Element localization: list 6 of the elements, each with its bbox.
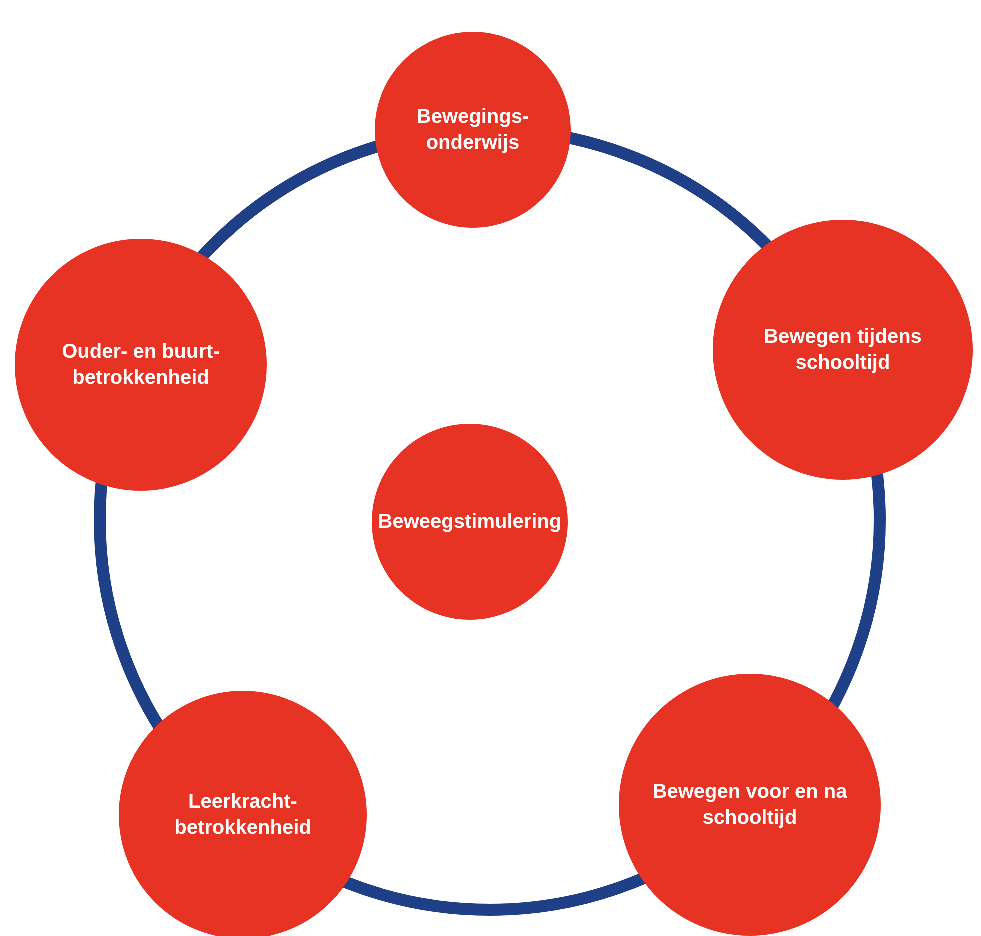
node-label: Bewegen tijdens schooltijd [763, 325, 923, 376]
node-label: Ouder- en buurt- betrokkenheid [61, 340, 221, 391]
node-label: Leerkracht- betrokkenheid [174, 790, 312, 841]
node-label: Bewegings- onderwijs [416, 105, 530, 156]
node-label: Bewegen voor en na schooltijd [652, 780, 848, 831]
node-label: Beweegstimulering [378, 510, 562, 535]
